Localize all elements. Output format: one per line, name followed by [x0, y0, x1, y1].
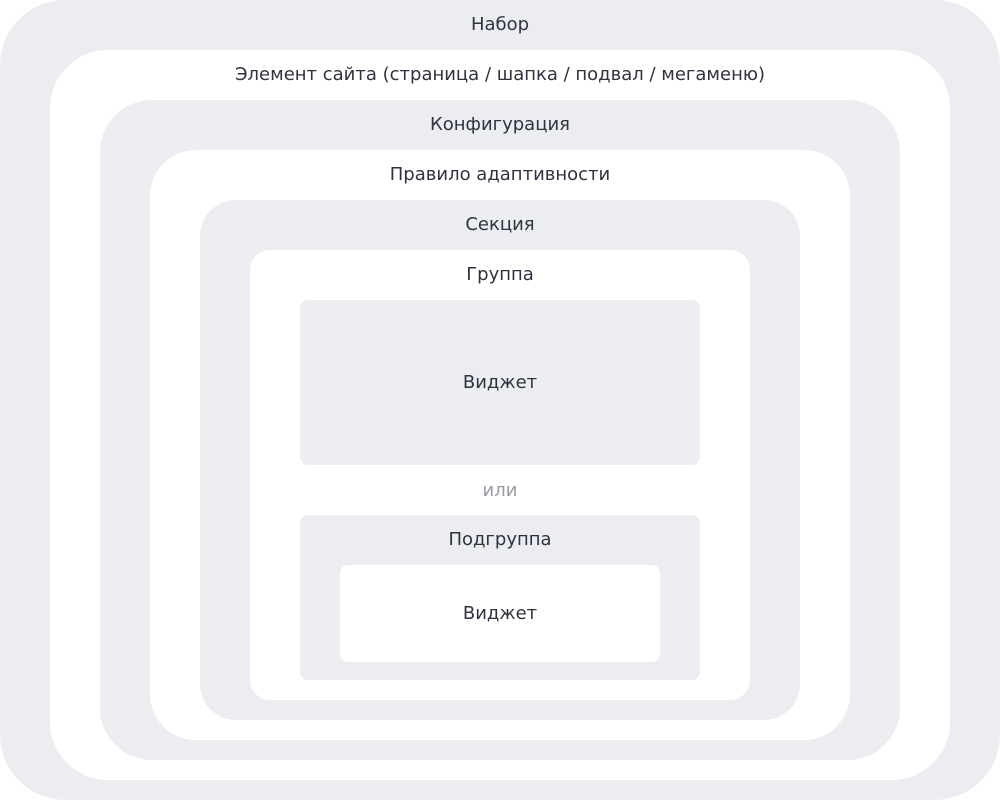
configuration-label: Конфигурация — [430, 114, 570, 135]
section-label: Секция — [465, 214, 535, 235]
adaptive-rule-label: Правило адаптивности — [389, 164, 611, 185]
widget-label: Виджет — [462, 372, 538, 393]
group-label: Группа — [466, 264, 534, 285]
sub-widget-label: Виджет — [462, 603, 538, 624]
sub-widget-box: Виджет — [340, 565, 660, 662]
subgroup-label: Подгруппа — [448, 529, 552, 550]
site-element-label: Элемент сайта (страница / шапка / подвал… — [234, 64, 766, 85]
widget-box: Виджет — [300, 300, 700, 465]
or-label: или — [482, 480, 518, 501]
set-label: Набор — [470, 14, 530, 35]
